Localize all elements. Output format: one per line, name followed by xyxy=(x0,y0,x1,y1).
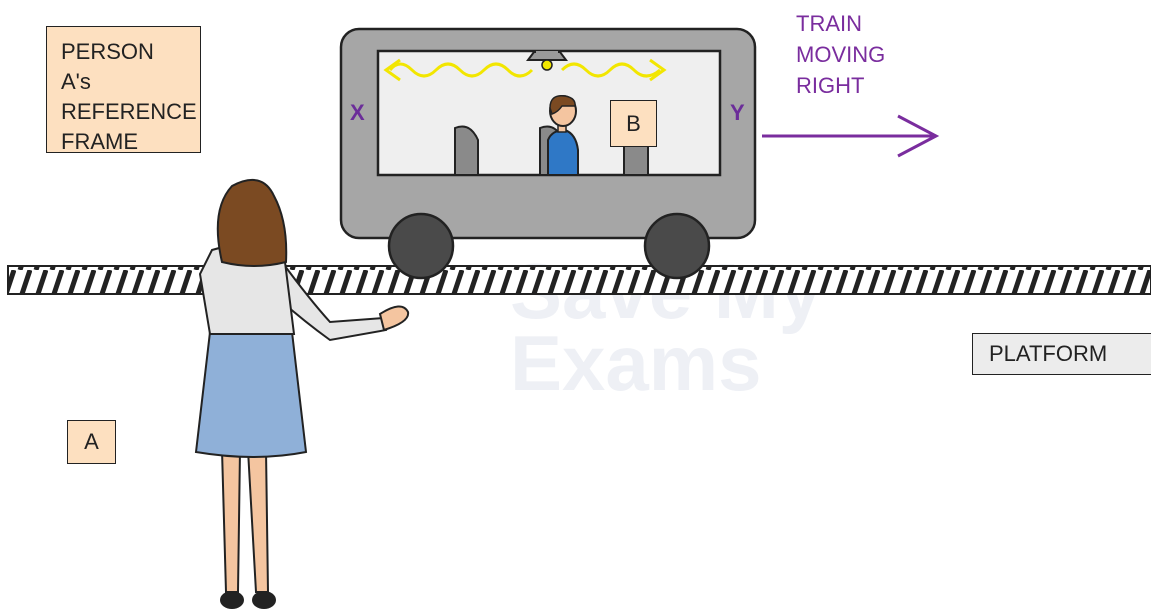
train-motion-label: TRAIN MOVING RIGHT xyxy=(796,8,936,101)
observer-a-label: A xyxy=(67,420,116,464)
motion-line-2: MOVING xyxy=(796,39,936,70)
reference-frame-line-3: FRAME xyxy=(61,127,186,157)
motion-line-3: RIGHT xyxy=(796,70,936,101)
train-end-y-label: Y xyxy=(730,100,745,126)
railway-track xyxy=(8,266,1151,294)
motion-arrow xyxy=(762,116,936,156)
motion-line-1: TRAIN xyxy=(796,8,936,39)
person-a-figure xyxy=(196,180,408,609)
passenger-b-label: B xyxy=(610,100,657,147)
train-carriage xyxy=(341,29,755,278)
train-end-x-label: X xyxy=(350,100,365,126)
passenger-b-figure xyxy=(548,96,578,175)
platform-label: PLATFORM xyxy=(972,333,1151,375)
reference-frame-label: PERSON A's REFERENCE FRAME xyxy=(46,26,201,153)
reference-frame-line-2: REFERENCE xyxy=(61,97,186,127)
reference-frame-line-1: PERSON A's xyxy=(61,37,186,97)
